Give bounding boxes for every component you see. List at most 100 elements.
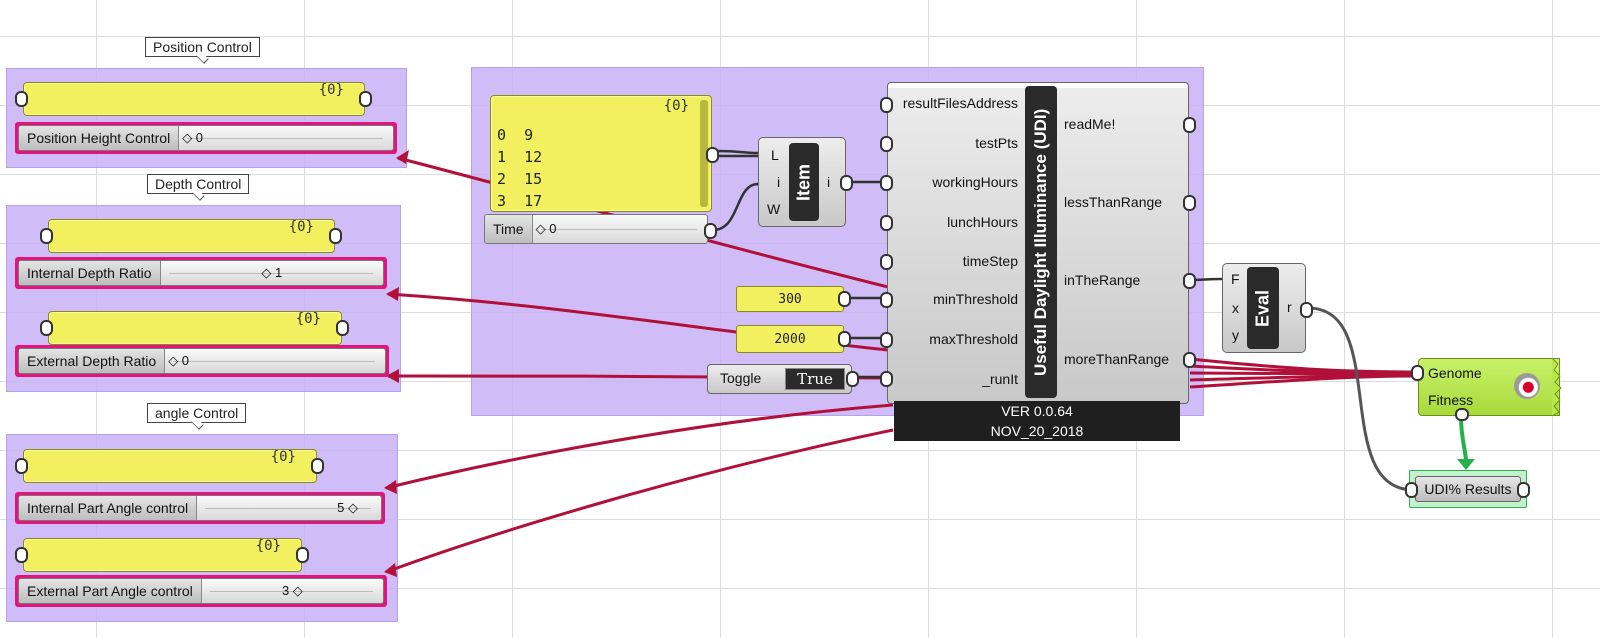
- panel-count: {0}: [318, 82, 344, 98]
- angle-internal-panel[interactable]: {0}: [23, 449, 317, 483]
- eval-output-r: r: [1287, 299, 1292, 315]
- time-slider[interactable]: Time ◇ 0: [484, 214, 708, 244]
- udi-output-less-than-range: lessThanRange: [1064, 194, 1163, 210]
- slider-value[interactable]: ◇ 0: [182, 130, 204, 145]
- udi-input-grip[interactable]: [880, 215, 893, 231]
- internal-angle-slider[interactable]: Internal Part Angle control 5 ◇: [15, 492, 385, 524]
- panel-output-grip[interactable]: [706, 147, 719, 163]
- eval-title: Eval: [1247, 267, 1279, 349]
- angle-control-label: angle Control: [147, 403, 247, 423]
- panel-output-grip[interactable]: [838, 291, 851, 307]
- galapagos-fitness: Fitness: [1428, 392, 1474, 408]
- udi-output-readme: readMe!: [1064, 116, 1116, 132]
- udi-input-grip[interactable]: [880, 332, 893, 348]
- udi-input-run-it: _runIt: [982, 371, 1018, 387]
- udi-output-grip[interactable]: [1183, 352, 1196, 368]
- udi-results-param[interactable]: UDI% Results: [1409, 470, 1527, 508]
- galapagos-genome-grip[interactable]: [1411, 365, 1424, 381]
- panel-count: {0}: [270, 449, 296, 465]
- udi-input-grip[interactable]: [880, 97, 893, 113]
- panel-output-grip[interactable]: [838, 331, 851, 347]
- depth-external-panel[interactable]: {0}: [48, 311, 342, 345]
- list-item-input-i: i: [777, 174, 781, 190]
- panel-output-grip[interactable]: [329, 228, 342, 244]
- slider-value[interactable]: ◇ 1: [261, 265, 283, 280]
- panel-input-grip[interactable]: [40, 228, 53, 244]
- eval-input-x: x: [1232, 300, 1239, 316]
- slider-track[interactable]: 5 ◇: [197, 496, 381, 520]
- angle-external-panel[interactable]: {0}: [23, 538, 302, 572]
- position-value-panel[interactable]: {0}: [23, 82, 365, 116]
- udi-output-grip[interactable]: [1183, 273, 1196, 289]
- udi-input-grip[interactable]: [880, 254, 893, 270]
- slider-track[interactable]: ◇ 0: [165, 349, 385, 373]
- panel-count: {0}: [663, 98, 689, 114]
- slider-track[interactable]: ◇ 1: [161, 261, 383, 285]
- eval-output-grip[interactable]: [1300, 302, 1313, 318]
- slider-name: Time: [485, 215, 533, 243]
- panel-output-grip[interactable]: [336, 320, 349, 336]
- max-threshold-panel[interactable]: 2000: [736, 325, 844, 353]
- list-item-input-l: L: [771, 147, 779, 163]
- galapagos-icon: [1514, 373, 1540, 399]
- external-depth-slider[interactable]: External Depth Ratio ◇ 0: [15, 345, 389, 377]
- udi-output-more-than-range: moreThanRange: [1064, 351, 1170, 367]
- panel-output-grip[interactable]: [296, 547, 309, 563]
- external-angle-slider[interactable]: External Part Angle control 3 ◇: [15, 575, 387, 607]
- results-input-grip[interactable]: [1405, 482, 1418, 498]
- depth-internal-panel[interactable]: {0}: [48, 219, 335, 253]
- udi-input-result-files: resultFilesAddress: [902, 95, 1018, 111]
- udi-date: NOV_20_2018: [990, 423, 1084, 439]
- hours-list-panel[interactable]: {0} 0 9 1 12 2 15 3 17: [490, 95, 712, 212]
- slider-track[interactable]: ◇ 0: [533, 215, 707, 243]
- udi-version-bar: VER 0.0.64 NOV_20_2018: [894, 401, 1180, 441]
- slider-value[interactable]: 3 ◇: [281, 583, 303, 598]
- item-output-grip[interactable]: [840, 175, 853, 191]
- panel-count: {0}: [288, 219, 314, 235]
- panel-input-grip[interactable]: [40, 320, 53, 336]
- udi-input-grip[interactable]: [880, 292, 893, 308]
- udi-input-working-hours: workingHours: [932, 174, 1018, 190]
- slider-value[interactable]: ◇ 0: [168, 353, 190, 368]
- udi-input-grip[interactable]: [880, 175, 893, 191]
- galapagos-jagged-edge: [1552, 358, 1562, 416]
- toggle-output-grip[interactable]: [846, 371, 859, 387]
- panel-output-grip[interactable]: [311, 458, 324, 474]
- galapagos-component[interactable]: Genome Fitness: [1418, 358, 1560, 416]
- galapagos-fitness-grip[interactable]: [1455, 408, 1469, 421]
- min-threshold-panel[interactable]: 300: [736, 286, 844, 312]
- toggle-component[interactable]: Toggle True: [707, 364, 852, 394]
- toggle-value[interactable]: True: [785, 368, 845, 390]
- slider-name: External Part Angle control: [19, 579, 202, 603]
- depth-control-label: Depth Control: [147, 174, 250, 194]
- slider-value[interactable]: ◇ 0: [535, 221, 557, 236]
- udi-component[interactable]: resultFilesAddress testPts workingHours …: [887, 82, 1189, 404]
- internal-depth-slider[interactable]: Internal Depth Ratio ◇ 1: [15, 257, 387, 289]
- galapagos-genome: Genome: [1428, 365, 1482, 381]
- panel-input-grip[interactable]: [15, 547, 28, 563]
- udi-input-grip[interactable]: [880, 136, 893, 152]
- eval-component[interactable]: F x y Eval r: [1222, 263, 1306, 353]
- slider-value[interactable]: 5 ◇: [337, 500, 358, 515]
- udi-output-grip[interactable]: [1183, 117, 1196, 133]
- slider-track[interactable]: ◇ 0: [179, 126, 393, 150]
- udi-input-grip[interactable]: [880, 371, 893, 387]
- list-item-component[interactable]: L i W Item i: [758, 137, 846, 227]
- list-item-output-i: i: [827, 174, 831, 190]
- slider-track[interactable]: 3 ◇: [202, 579, 383, 603]
- panel-input-grip[interactable]: [15, 91, 28, 107]
- slider-name: Internal Part Angle control: [19, 496, 198, 520]
- slider-output-grip[interactable]: [704, 223, 717, 239]
- udi-input-max-threshold: maxThreshold: [929, 331, 1018, 347]
- panel-output-grip[interactable]: [359, 91, 372, 107]
- panel-input-grip[interactable]: [15, 458, 28, 474]
- toggle-name: Toggle: [720, 370, 762, 386]
- udi-version: VER 0.0.64: [1001, 403, 1073, 419]
- panel-scrollbar[interactable]: [700, 100, 708, 207]
- results-output-grip[interactable]: [1517, 482, 1530, 498]
- position-control-label: Position Control: [145, 37, 260, 57]
- udi-output-grip[interactable]: [1183, 195, 1196, 211]
- position-height-slider[interactable]: Position Height Control ◇ 0: [15, 122, 397, 154]
- udi-results-label: UDI% Results: [1424, 481, 1512, 497]
- list-item-title: Item: [789, 143, 819, 221]
